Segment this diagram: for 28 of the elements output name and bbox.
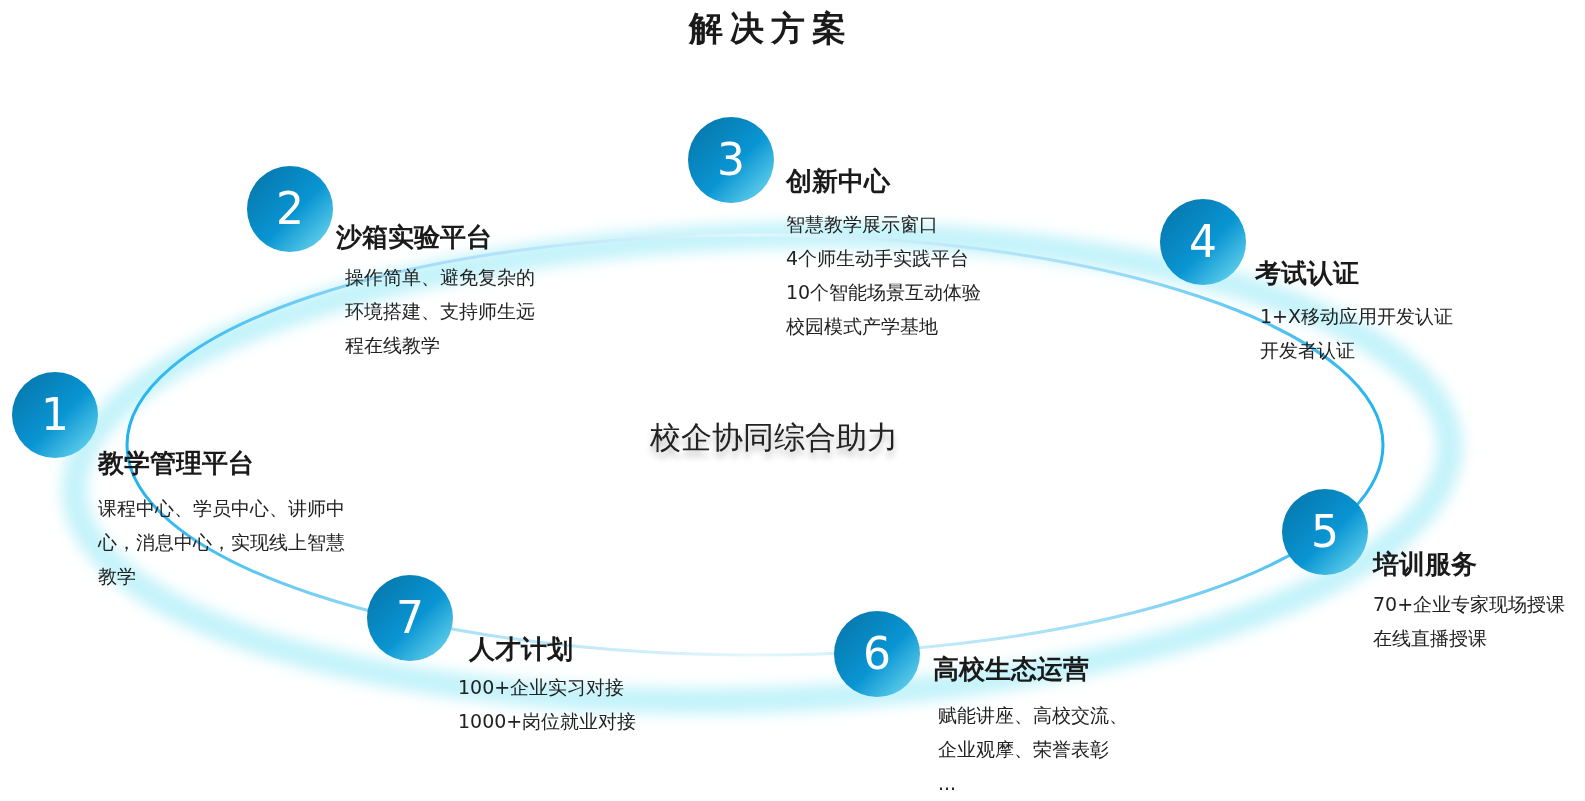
section-heading: 创新中心 xyxy=(786,166,890,196)
number-badge: 4 xyxy=(1160,199,1246,285)
description-text: 赋能讲座、高校交流、企业观摩、荣誉表彰 xyxy=(938,703,1129,762)
number-badge: 1 xyxy=(12,372,98,458)
list-item: 70+企业专家现场授课 xyxy=(1373,592,1566,617)
list-item: 100+企业实习对接 xyxy=(458,675,625,700)
center-caption: 校企协同综合助力 xyxy=(650,419,898,455)
number-badge: 7 xyxy=(367,575,453,661)
list-item: 在线直播授课 xyxy=(1373,626,1487,651)
section-heading: 高校生态运营 xyxy=(933,654,1089,684)
page-title: 解决方案 xyxy=(689,7,853,50)
list-item: 开发者认证 xyxy=(1260,338,1355,363)
list-item: 校园模式产学基地 xyxy=(786,314,938,339)
number-badge: 2 xyxy=(247,166,333,252)
description-text: 操作简单、避免复杂的环境搭建、支持师生远程在线教学 xyxy=(345,265,536,358)
number-badge: 5 xyxy=(1282,489,1368,575)
section-heading: 考试认证 xyxy=(1255,258,1359,288)
section-heading: 人才计划 xyxy=(469,634,573,664)
list-item: 10个智能场景互动体验 xyxy=(786,280,982,305)
description-text: ... xyxy=(938,771,957,796)
list-item: 智慧教学展示窗口 xyxy=(786,212,938,237)
section-heading: 沙箱实验平台 xyxy=(336,222,492,252)
number-badge: 6 xyxy=(834,611,920,697)
list-item: 1+X移动应用开发认证 xyxy=(1260,304,1454,329)
number-badge: 3 xyxy=(688,117,774,203)
list-item: 4个师生动手实践平台 xyxy=(786,246,970,271)
section-heading: 培训服务 xyxy=(1373,549,1477,579)
list-item: 1000+岗位就业对接 xyxy=(458,709,637,734)
